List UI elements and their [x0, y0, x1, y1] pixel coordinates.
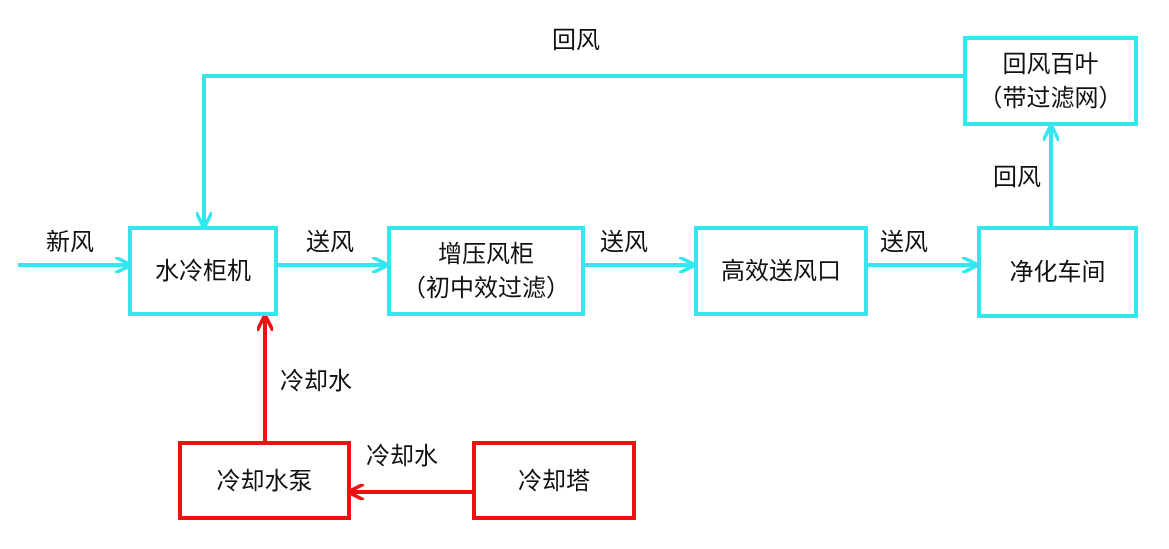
node-chiller-label: 水冷柜机: [155, 257, 251, 285]
node-hepa-outlet: 高效送风口: [694, 226, 868, 316]
edge-label-water-tower-pump: 冷却水: [366, 442, 438, 470]
edge-label-water-pump-chiller: 冷却水: [280, 367, 352, 395]
node-chiller: 水冷柜机: [128, 226, 278, 316]
node-cleanroom-label: 净化车间: [1009, 258, 1106, 286]
node-return-louver-line2: （带过滤网）: [978, 84, 1123, 112]
node-cooling-pump-label: 冷却水泵: [216, 466, 313, 495]
edge-label-supply-2: 送风: [600, 228, 648, 256]
node-return-louver: 回风百叶 （带过滤网）: [963, 36, 1138, 126]
node-cooling-tower: 冷却塔: [472, 441, 636, 520]
edge-label-supply-1: 送风: [306, 228, 354, 256]
node-cooling-tower-label: 冷却塔: [518, 466, 590, 495]
edge-label-return-top: 回风: [552, 26, 600, 54]
node-cooling-pump: 冷却水泵: [178, 441, 351, 520]
return-loop-arrow: [204, 74, 963, 225]
node-booster-cabinet: 增压风柜 （初中效过滤）: [387, 226, 585, 316]
edge-label-supply-3: 送风: [880, 228, 928, 256]
node-cleanroom: 净化车间: [977, 226, 1138, 318]
node-return-louver-line1: 回风百叶: [1002, 50, 1099, 78]
node-booster-line1: 增压风柜: [438, 240, 534, 268]
edge-label-return-up: 回风: [993, 163, 1041, 191]
edge-label-fresh-air: 新风: [46, 228, 94, 256]
node-booster-line2: （初中效过滤）: [402, 274, 570, 302]
node-hepa-outlet-label: 高效送风口: [721, 257, 841, 285]
